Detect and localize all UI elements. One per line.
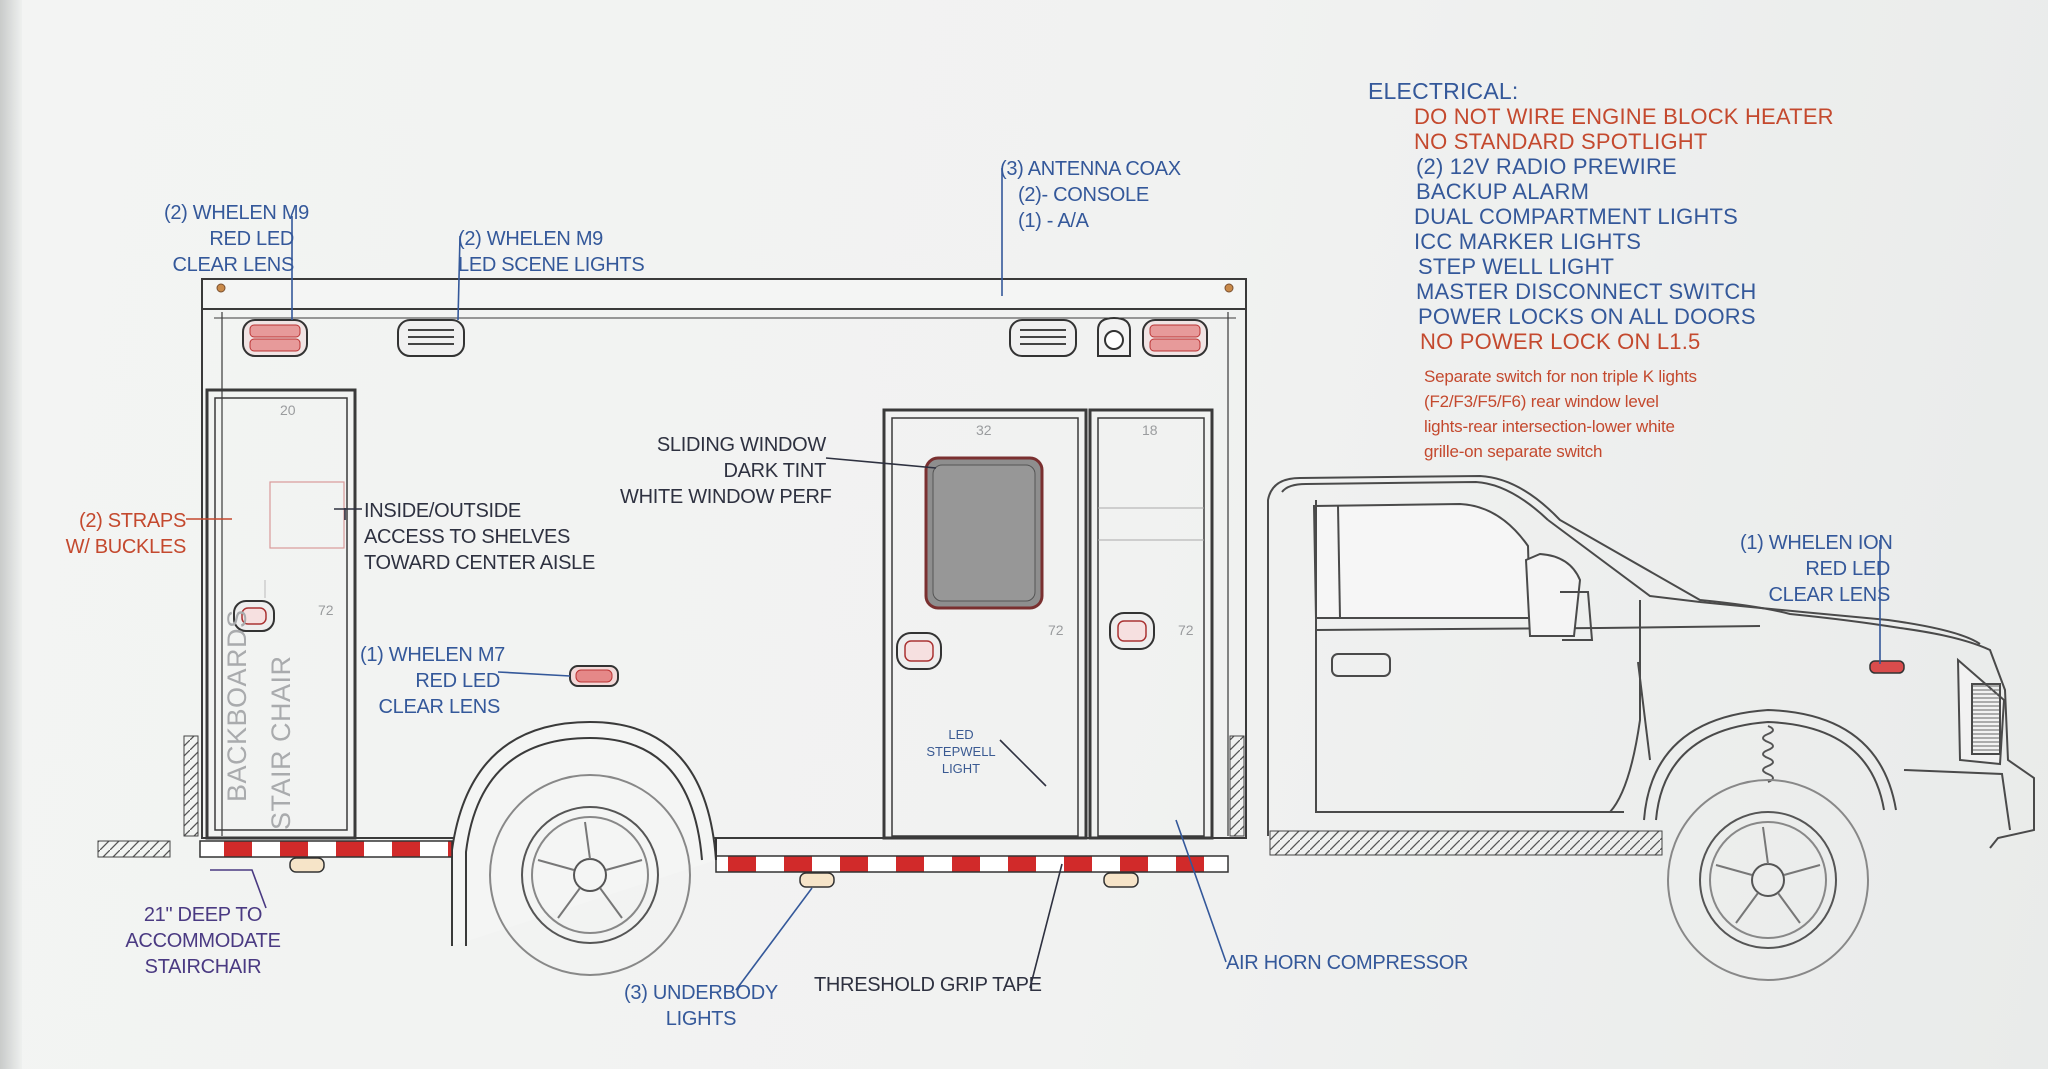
ambulance-box-body	[201, 278, 1247, 839]
whelen-m7-callout: (1) WHELEN M7 RED LED CLEAR LENS	[360, 642, 506, 720]
electrical-item: MASTER DISCONNECT SWITCH	[1416, 279, 1757, 304]
electrical-item: DO NOT WIRE ENGINE BLOCK HEATER	[1414, 104, 1834, 129]
whelen-ion-light	[1869, 660, 1905, 674]
backup-camera	[1097, 316, 1131, 357]
electrical-title: ELECTRICAL:	[1368, 78, 1519, 104]
rear-grip-tape	[199, 840, 453, 858]
front-compartment-door	[1088, 408, 1214, 840]
callout-line: (3) ANTENNA COAX	[1000, 158, 1181, 180]
callout-line: 21" DEEP TO	[143, 904, 263, 926]
front-compartment-handle	[1109, 612, 1155, 650]
sliding-window	[924, 456, 1044, 610]
whelen-m9-red-callout: (2) WHELEN M9 RED LED CLEAR LENS	[164, 200, 310, 278]
rear-wheel-well	[451, 720, 717, 946]
front-wheel	[1667, 779, 1869, 981]
callout-line: (2)- CONSOLE	[1018, 184, 1149, 206]
underbody-light-2	[799, 872, 835, 888]
electrical-item: POWER LOCKS ON ALL DOORS	[1418, 304, 1756, 329]
callout-line: RED LED	[209, 228, 294, 250]
callout-line: STAIRCHAIR	[144, 956, 262, 978]
truck-cab	[1267, 474, 2035, 849]
callout-line: RED LED	[1805, 558, 1890, 580]
stepwell-line-2: STEPWELL	[926, 744, 996, 759]
callout-line: (2) STRAPS	[78, 510, 186, 532]
rear-step-hatch	[97, 840, 171, 858]
callout-line: W/ BUCKLES	[65, 536, 187, 558]
underbody-lights-callout: (3) UNDERBODY LIGHTS	[586, 980, 816, 1032]
electrical-item: DUAL COMPARTMENT LIGHTS	[1414, 204, 1739, 229]
callout-line: CLEAR LENS	[172, 254, 295, 276]
underbody-light-1	[289, 857, 325, 873]
switch-note-line-1: Separate switch for non triple K lights	[1424, 367, 1697, 386]
underbody-light-3	[1103, 872, 1139, 888]
whelen-m9-scene-rear	[397, 319, 465, 357]
callout-line: SLIDING WINDOW	[656, 434, 826, 456]
rear-height-dimension: 72	[318, 602, 334, 618]
callout-line: ACCOMMODATE	[125, 930, 281, 952]
callout-line: ACCESS TO SHELVES	[364, 526, 571, 548]
callout-line: LED SCENE LIGHTS	[458, 254, 645, 276]
whelen-m9-scene-front	[1009, 319, 1077, 357]
electrical-item: BACKUP ALARM	[1416, 179, 1590, 204]
callout-line: WHITE WINDOW PERF	[620, 486, 832, 508]
electrical-item: NO POWER LOCK ON L1.5	[1420, 329, 1701, 354]
stepwell-line-3: LIGHT	[941, 761, 981, 776]
shelves-access-callout: INSIDE/OUTSIDE ACCESS TO SHELVES TOWARD …	[364, 498, 595, 576]
whelen-m9-scene-callout: (2) WHELEN M9 LED SCENE LIGHTS	[458, 226, 645, 278]
whelen-m9-red-front	[1142, 319, 1208, 357]
callout-line: TOWARD CENTER AISLE	[364, 552, 596, 574]
callout-line: CLEAR LENS	[1768, 584, 1891, 606]
callout-line: DARK TINT	[723, 460, 827, 482]
backboards-label: BACKBOARDS	[222, 609, 252, 802]
air-horn-compressor-callout: AIR HORN COMPRESSOR	[1226, 952, 1469, 974]
straps-callout: (2) STRAPS W/ BUCKLES	[60, 508, 187, 560]
electrical-item: NO STANDARD SPOTLIGHT	[1414, 129, 1708, 154]
callout-line: (1) WHELEN ION	[1740, 532, 1893, 554]
callout-line: CLEAR LENS	[378, 696, 501, 718]
door-width-dimension: 32	[976, 422, 992, 438]
antenna-coax-callout: (3) ANTENNA COAX (2)- CONSOLE (1) - A/A	[1000, 156, 1181, 234]
switch-note-line-2: (F2/F3/F5/F6) rear window level	[1424, 392, 1659, 411]
comp-height-dimension: 72	[1178, 622, 1194, 638]
front-corner-hatch	[1229, 735, 1245, 837]
side-grip-tape	[715, 855, 1229, 873]
whelen-ion-callout: (1) WHELEN ION RED LED CLEAR LENS	[1740, 530, 1893, 608]
side-door-handle	[896, 632, 942, 670]
rear-width-dimension: 20	[280, 402, 296, 418]
sliding-window-callout: SLIDING WINDOW DARK TINT WHITE WINDOW PE…	[620, 432, 832, 510]
callout-line: (3) UNDERBODY	[624, 982, 778, 1004]
rear-door-handle	[233, 600, 275, 632]
threshold-grip-tape-callout: THRESHOLD GRIP TAPE	[814, 974, 1042, 996]
stepwell-line-1: LED	[948, 727, 974, 742]
switch-note-line-3: lights-rear intersection-lower white	[1424, 417, 1675, 436]
side-entry-door	[882, 408, 1088, 840]
callout-line: RED LED	[415, 670, 500, 692]
switch-note-line-4: grille-on separate switch	[1424, 442, 1603, 461]
callout-line: (1) WHELEN M7	[360, 644, 506, 666]
callout-line: (1) - A/A	[1018, 210, 1089, 232]
whelen-m9-red-rear	[242, 319, 308, 357]
door-height-dimension: 72	[1048, 622, 1064, 638]
rear-wheel	[489, 774, 691, 976]
stepwell-light-callout: LED STEPWELL LIGHT	[926, 726, 996, 777]
callout-line: INSIDE/OUTSIDE	[364, 500, 521, 522]
running-board-hatch	[1269, 830, 1663, 856]
callout-line: (2) WHELEN M9	[458, 228, 604, 250]
rear-corner-hatch	[183, 735, 199, 837]
comp-width-dimension: 18	[1142, 422, 1158, 438]
stair-chair-label: STAIR CHAIR	[266, 655, 296, 830]
electrical-item: STEP WELL LIGHT	[1418, 254, 1615, 279]
callout-line: LIGHTS	[665, 1008, 737, 1030]
rear-compartment-door	[205, 388, 357, 840]
stairchair-depth-callout: 21" DEEP TO ACCOMMODATE STAIRCHAIR	[100, 902, 306, 980]
electrical-item: ICC MARKER LIGHTS	[1414, 229, 1642, 254]
sheet-edge	[0, 0, 22, 1069]
whelen-m7-marker	[569, 665, 619, 687]
leader-lines	[186, 168, 1881, 991]
electrical-item: (2) 12V RADIO PREWIRE	[1416, 154, 1677, 179]
callout-line: (2) WHELEN M9	[164, 202, 310, 224]
